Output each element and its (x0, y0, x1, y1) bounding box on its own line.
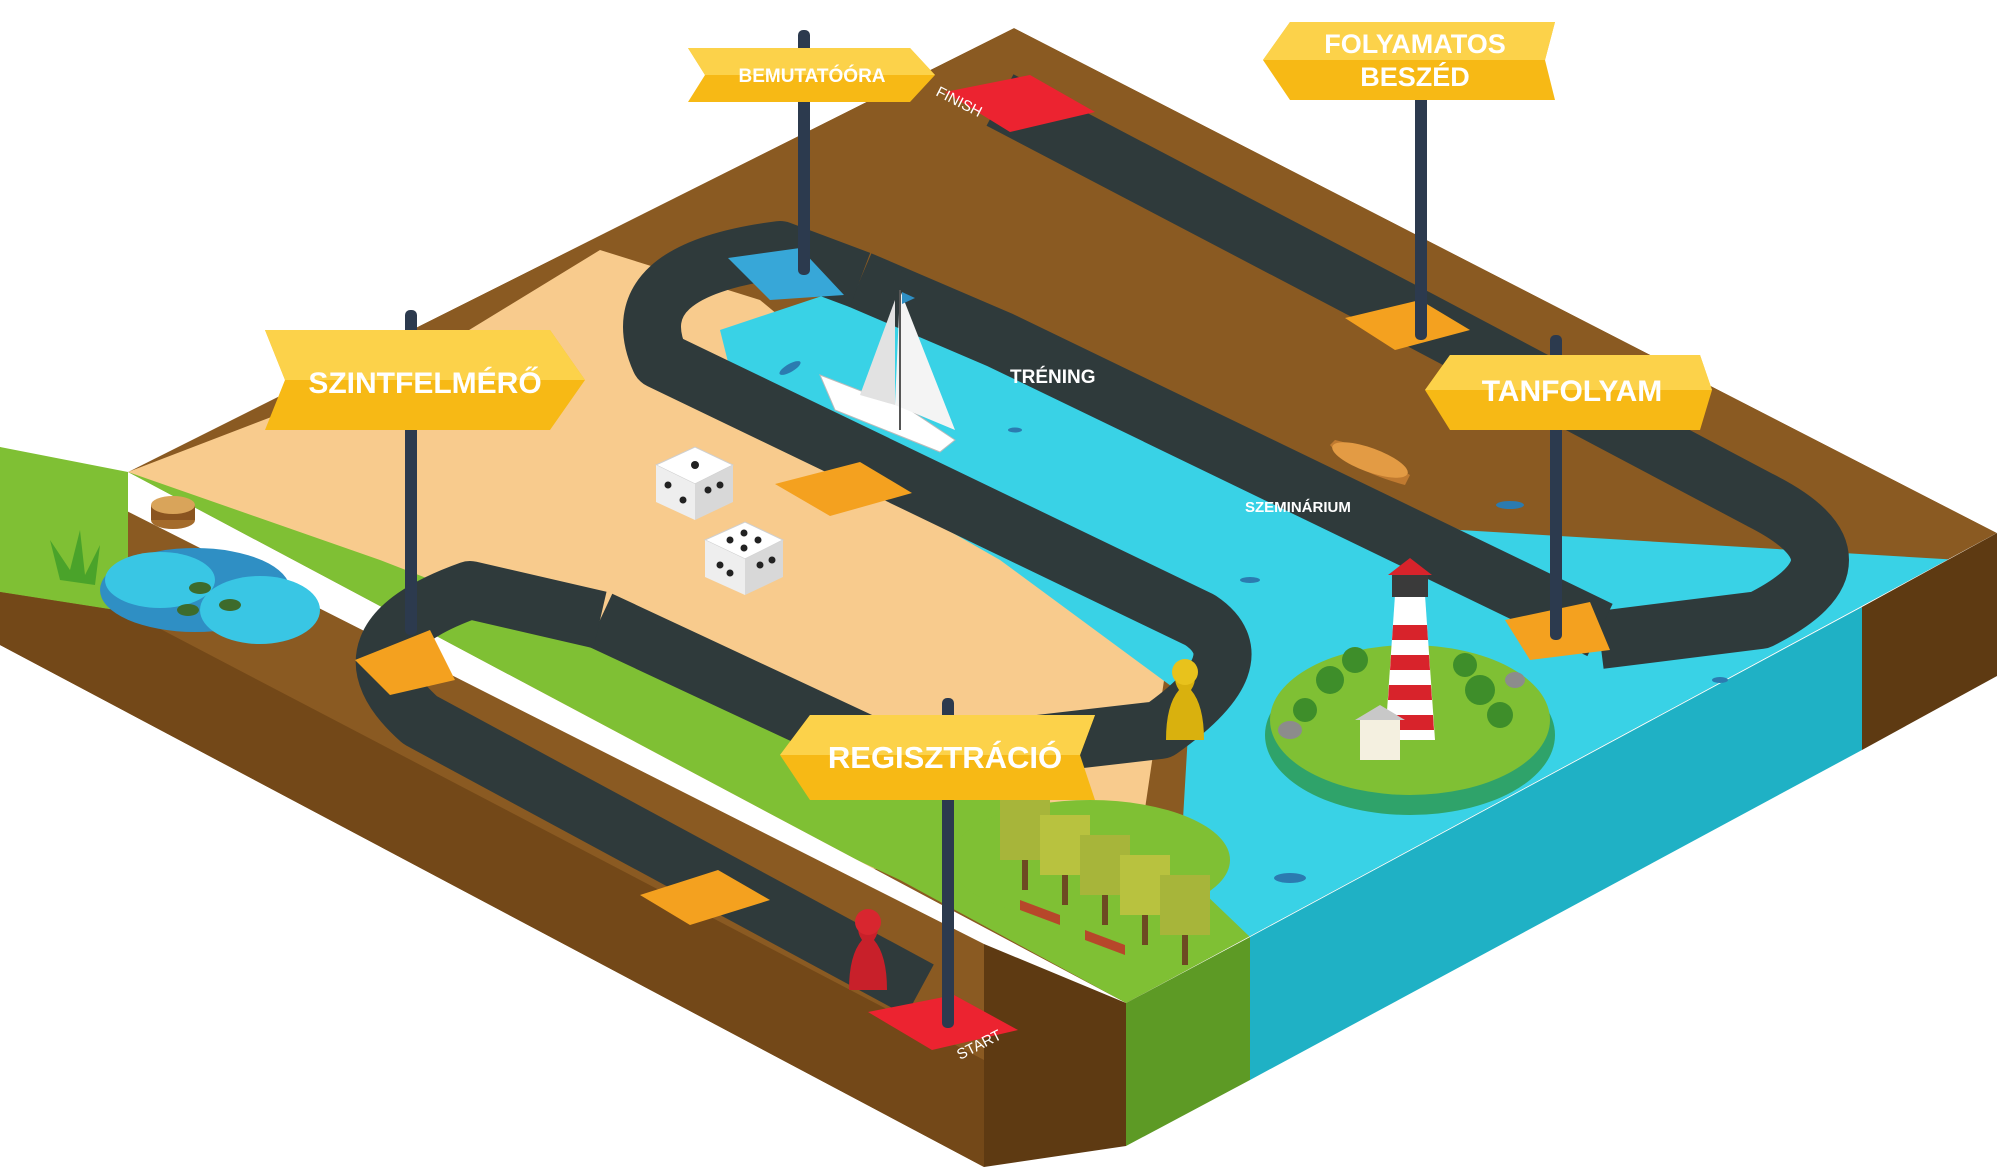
tree-icon (1000, 800, 1210, 965)
tile-blue (728, 248, 844, 300)
water-area (720, 280, 1960, 937)
red-pawn-icon[interactable] (849, 909, 887, 990)
duck-icon (177, 582, 241, 616)
sign-szintfelmero-text: SZINTFELMÉRŐ (308, 366, 541, 400)
yellow-pawn-icon[interactable] (1166, 659, 1204, 740)
label-trening: TRÉNING (1010, 366, 1096, 388)
tile-orange-3 (355, 630, 455, 695)
sign-szintfelmero: SZINTFELMÉRŐ (265, 330, 585, 430)
sign-folyamatos-beszed: FOLYAMATOS BESZÉD (1263, 22, 1555, 100)
pond (100, 548, 320, 644)
bench-icon (1020, 900, 1125, 955)
tile-orange-4 (640, 870, 770, 925)
sign-regisztracio-text: REGISZTRÁCIÓ (828, 739, 1062, 775)
sign-tanfolyam: TANFOLYAM (1425, 355, 1712, 430)
board-side-front-water (1250, 607, 1862, 1080)
tile-orange-2 (775, 462, 912, 516)
sailboat-icon (819, 290, 956, 453)
tile-finish (945, 75, 1095, 132)
sign-bemutatoora: BEMUTATÓÓRA (688, 48, 935, 102)
board-side-front-grass (1126, 937, 1250, 1146)
sign-regisztracio: REGISZTRÁCIÓ (780, 715, 1095, 800)
sign-tanfolyam-text: TANFOLYAM (1482, 375, 1663, 408)
label-szeminarium: SZEMINÁRIUM (1245, 499, 1351, 516)
sign-folyamatos-line2: BESZÉD (1360, 61, 1470, 92)
sign-bemutatoora-text: BEMUTATÓÓRA (738, 65, 885, 87)
board-side-front-dirt2 (984, 944, 1126, 1167)
tree-stump-icon (151, 496, 195, 529)
board-side-left-dirt (0, 592, 984, 1167)
dice-icon[interactable] (703, 521, 785, 595)
dice-icon[interactable] (654, 446, 735, 520)
rowboat-icon (1330, 440, 1410, 485)
tile-orange-1 (1345, 300, 1470, 350)
fish-icon (779, 361, 1728, 883)
lighthouse-icon (1355, 558, 1435, 760)
sign-folyamatos-line1: FOLYAMATOS (1324, 29, 1506, 59)
board-side-front-dirt (1862, 533, 1997, 750)
plant-icon (50, 530, 100, 585)
